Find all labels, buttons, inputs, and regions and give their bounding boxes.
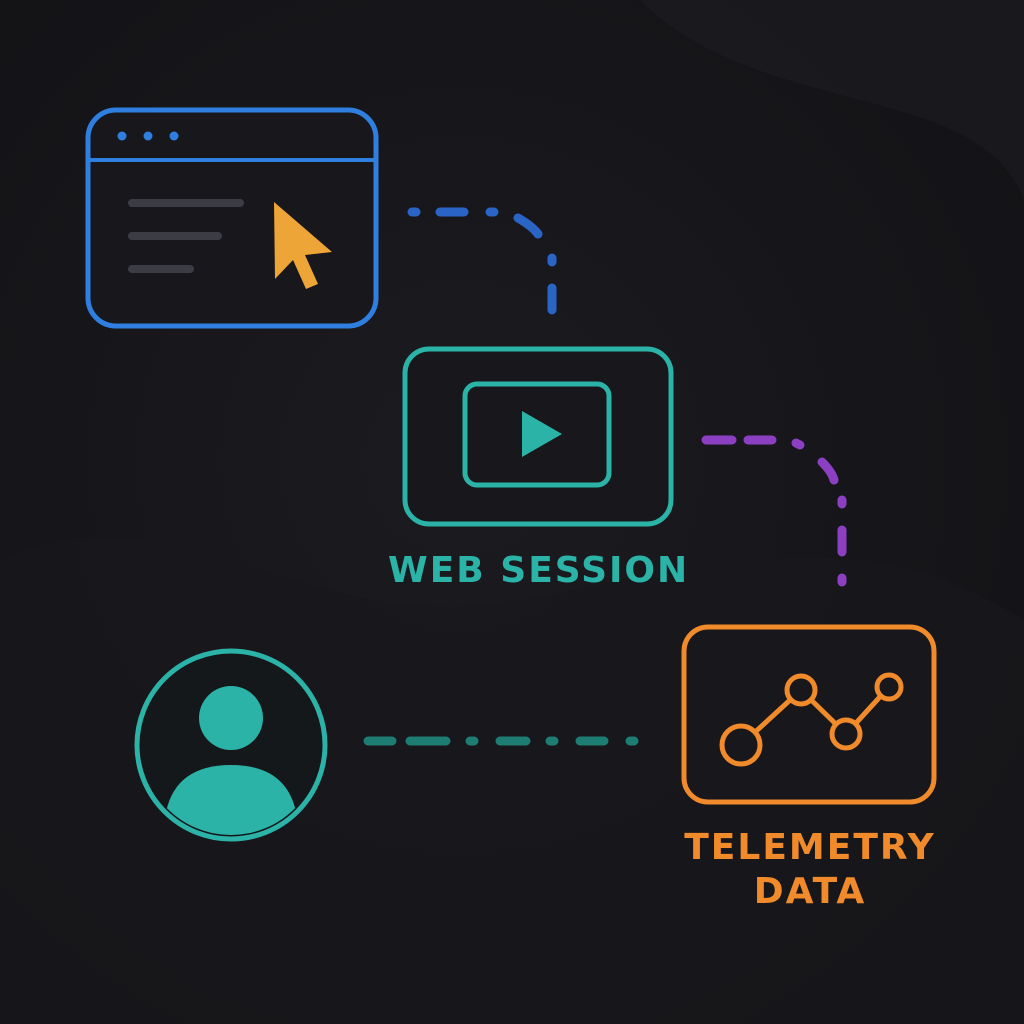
chart-node [874,672,904,702]
avatar-body [166,765,296,835]
connector-browser-to-session [407,207,557,315]
chart-node [829,717,863,751]
web-session-label: WEB SESSION [388,550,690,591]
browser-window-icon [85,107,379,329]
user-avatar-icon [134,648,328,842]
window-dot-icon [143,131,153,141]
window-dot-icon [117,131,127,141]
telemetry-data-label: TELEMETRY DATA [660,826,960,914]
background-wave-2 [640,0,1024,200]
telemetry-label-line2: DATA [753,871,867,912]
avatar-head [199,686,263,750]
chart-node [719,723,763,767]
window-dot-icon [169,131,179,141]
telemetry-label-line1: TELEMETRY [684,827,936,868]
play-triangle-icon [522,411,562,457]
chart-node [784,673,818,707]
line-chart-icon [681,624,937,805]
video-play-icon [402,346,674,527]
connector-session-to-telemetry [701,435,847,587]
cursor-arrow-icon [274,202,332,289]
